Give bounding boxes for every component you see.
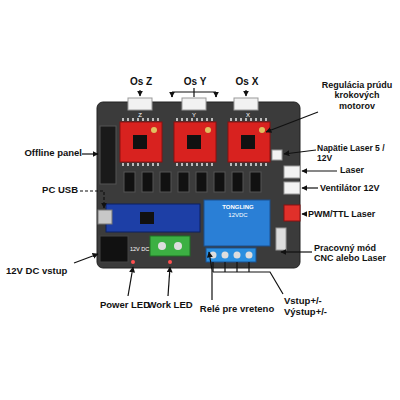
silkscreen-text: 12V DC bbox=[130, 246, 154, 252]
silkscreen-text: Y bbox=[188, 112, 200, 119]
motor-connector bbox=[128, 98, 152, 110]
callout-label: Work LED bbox=[140, 300, 200, 311]
pcb bbox=[97, 102, 300, 268]
power-led bbox=[131, 260, 135, 264]
stepper-driver bbox=[174, 122, 216, 162]
stepper-driver bbox=[120, 122, 162, 162]
arduino-nano bbox=[106, 204, 200, 232]
callout-label: Regulácia prúdu krokových motorov bbox=[317, 80, 397, 111]
callout-label: Os Z bbox=[126, 76, 156, 88]
work-led bbox=[168, 260, 172, 264]
callout-label: Napätie Laser 5 / 12V bbox=[317, 144, 397, 164]
screw-terminal bbox=[206, 248, 256, 262]
offline-panel-header bbox=[100, 126, 116, 184]
power-terminal bbox=[150, 236, 190, 256]
callout-label: 12V DC vstup bbox=[6, 266, 76, 277]
pin-headers bbox=[122, 118, 267, 166]
mode-switch bbox=[276, 228, 286, 250]
motor-connector bbox=[234, 98, 258, 110]
callout-label: PC USB bbox=[32, 185, 78, 196]
mcu-chip bbox=[140, 212, 154, 224]
callout-label: Os Y bbox=[180, 76, 210, 88]
stepper-driver bbox=[228, 122, 270, 162]
callout-label: Pracovný mód CNC alebo Laser bbox=[314, 243, 396, 264]
pwm-connector bbox=[284, 205, 300, 221]
callout-label: Relé pre vreteno bbox=[192, 304, 282, 315]
voltage-jumper bbox=[272, 150, 282, 160]
callout-label: Vstup+/- Výstup+/- bbox=[284, 296, 344, 318]
usb-port bbox=[98, 210, 112, 224]
callout-label: Offline panel bbox=[10, 148, 82, 159]
fan-connector bbox=[284, 182, 300, 194]
laser-connector bbox=[284, 166, 300, 178]
dc-jack bbox=[100, 236, 128, 262]
callout-label: PWM/TTL Laser bbox=[308, 209, 396, 219]
relay bbox=[204, 200, 270, 246]
leader-lines bbox=[74, 88, 337, 300]
callout-label: Os X bbox=[232, 76, 262, 88]
callout-label: Laser bbox=[340, 165, 380, 175]
callout-label: Ventilátor 12V bbox=[320, 183, 396, 193]
motor-connector bbox=[182, 98, 206, 110]
silkscreen-text: X bbox=[242, 112, 254, 119]
silkscreen-text: 12VDC bbox=[210, 212, 266, 219]
silkscreen-text: Z bbox=[134, 112, 146, 119]
jumper-row bbox=[124, 172, 261, 192]
silkscreen-text: TONGLING bbox=[210, 204, 266, 211]
